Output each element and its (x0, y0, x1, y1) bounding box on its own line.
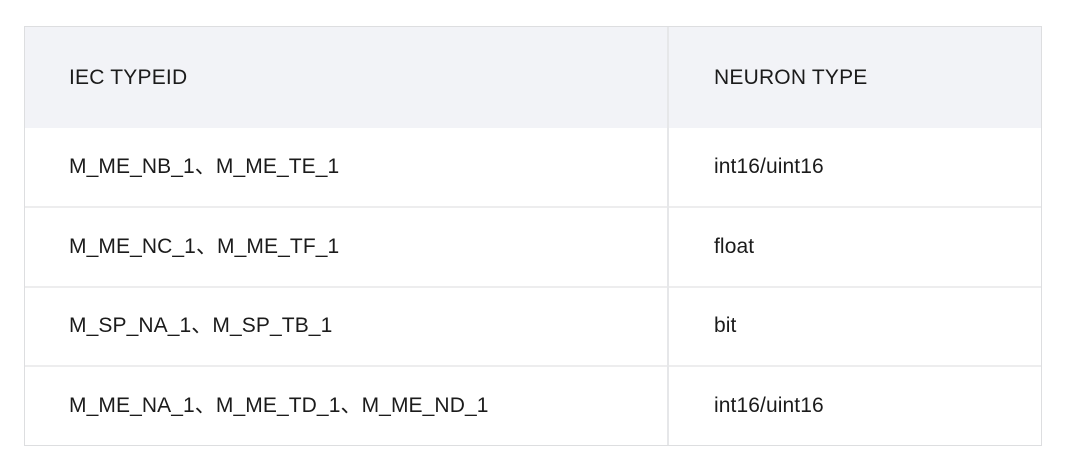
cell-iec-typeid: M_SP_NA_1、M_SP_TB_1 (25, 285, 668, 366)
cell-iec-typeid: M_ME_NC_1、M_ME_TF_1 (25, 206, 668, 287)
cell-iec-typeid: M_ME_NA_1、M_ME_TD_1、M_ME_ND_1 (25, 364, 668, 445)
cell-neuron-type: int16/uint16 (667, 128, 1041, 208)
table-header: IEC TYPEID NEURON TYPE (25, 27, 1041, 128)
cell-neuron-type: bit (667, 285, 1041, 366)
iec-to-neuron-type-table: IEC TYPEID NEURON TYPE M_ME_NB_1、M_ME_TE… (25, 27, 1041, 445)
column-header-neuron-type: NEURON TYPE (667, 27, 1041, 128)
table-header-row: IEC TYPEID NEURON TYPE (25, 27, 1041, 128)
cell-neuron-type: float (667, 206, 1041, 287)
cell-iec-typeid: M_ME_NB_1、M_ME_TE_1 (25, 128, 668, 208)
column-header-iec-typeid: IEC TYPEID (25, 27, 668, 128)
table-row: M_SP_NA_1、M_SP_TB_1 bit (25, 285, 1041, 366)
table-row: M_ME_NC_1、M_ME_TF_1 float (25, 206, 1041, 287)
mapping-table-container: IEC TYPEID NEURON TYPE M_ME_NB_1、M_ME_TE… (24, 26, 1042, 446)
table-body: M_ME_NB_1、M_ME_TE_1 int16/uint16 M_ME_NC… (25, 128, 1041, 445)
table-row: M_ME_NA_1、M_ME_TD_1、M_ME_ND_1 int16/uint… (25, 364, 1041, 445)
cell-neuron-type: int16/uint16 (667, 364, 1041, 445)
table-row: M_ME_NB_1、M_ME_TE_1 int16/uint16 (25, 128, 1041, 208)
